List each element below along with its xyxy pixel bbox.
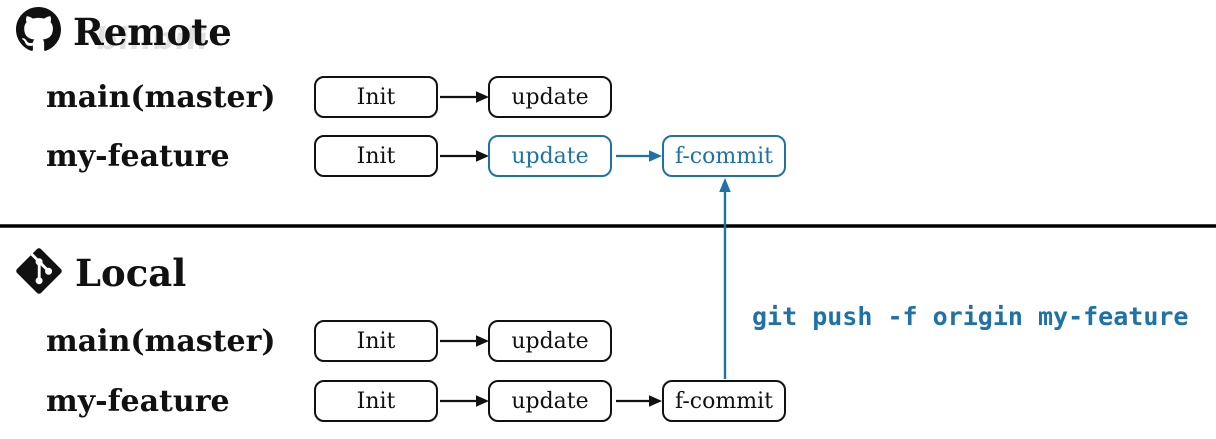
commit-box-remote-main-init: Init (314, 76, 438, 118)
arrow-remote-feature-2 (616, 150, 662, 162)
local-main-branch-label: main(master) (46, 323, 276, 359)
arrow-local-feature-1 (440, 395, 489, 407)
commit-box-remote-feature-update: update (488, 135, 612, 177)
push-arrow (719, 178, 731, 379)
local-section-title: Local (75, 251, 187, 295)
arrow-local-feature-2 (616, 395, 662, 407)
remote-feature-branch-label: my-feature (46, 138, 230, 174)
remote-section-header: Remote (16, 7, 232, 56)
remote-main-branch-label: main(master) (46, 79, 276, 115)
commit-box-remote-main-update: update (488, 76, 612, 118)
arrow-local-main (440, 335, 489, 347)
commit-box-remote-feature-init: Init (314, 135, 438, 177)
commit-box-local-main-update: update (488, 320, 612, 362)
local-section-header: Local (15, 247, 186, 299)
git-command-text: git push -f origin my-feature (752, 302, 1189, 331)
commit-box-local-main-init: Init (314, 320, 438, 362)
local-feature-branch-label: my-feature (46, 383, 230, 419)
remote-section-title: Remote (73, 9, 232, 54)
github-icon (16, 7, 61, 56)
commit-box-local-feature-update: update (488, 380, 612, 422)
arrow-remote-main (440, 91, 489, 103)
arrow-remote-feature-1 (440, 150, 489, 162)
commit-box-local-feature-fcommit: f-commit (662, 380, 786, 422)
commit-box-remote-feature-fcommit: f-commit (662, 135, 786, 177)
git-icon (15, 247, 63, 299)
commit-box-local-feature-init: Init (314, 380, 438, 422)
